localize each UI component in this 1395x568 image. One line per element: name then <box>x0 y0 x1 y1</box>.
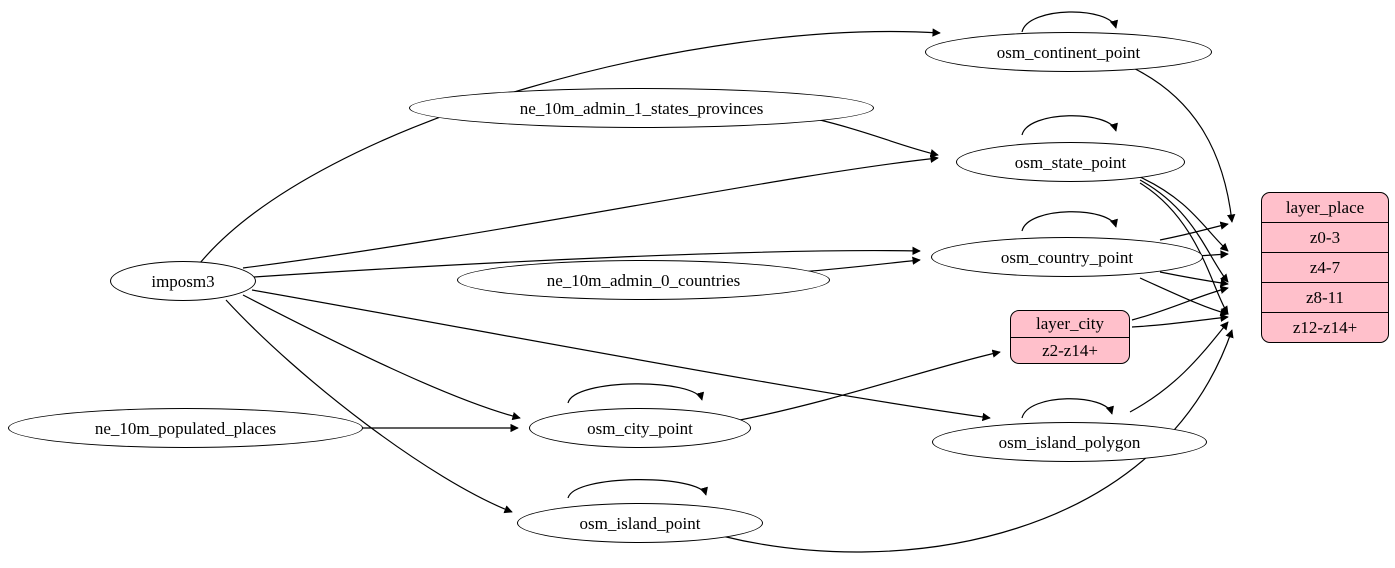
record-header-layer-place: layer_place <box>1262 193 1388 223</box>
edge-layer-city-layer-place-z12-z14 <box>1131 313 1229 328</box>
edge-self-osm-state-point <box>1021 115 1118 136</box>
edge-osm-country-point-layer-place-z0-3 <box>1159 221 1229 241</box>
node-ne-10m-admin-0-countries[interactable]: ne_10m_admin_0_countries <box>457 260 830 300</box>
record-row-layer-place-z4-7[interactable]: z4-7 <box>1262 253 1388 283</box>
node-osm-state-point[interactable]: osm_state_point <box>956 142 1185 182</box>
node-label: osm_state_point <box>1014 152 1127 172</box>
record-row-layer-place-z0-3[interactable]: z0-3 <box>1262 223 1388 253</box>
record-row-layer-place-z12-z14[interactable]: z12-z14+ <box>1292 318 1358 337</box>
edge-imposm3-osm-continent-point <box>199 28 941 264</box>
edge-osm-island-polygon-layer-place-z12-z14 <box>1129 321 1229 413</box>
node-label: osm_island_polygon <box>998 432 1141 452</box>
edge-osm-city-point-layer-city <box>739 349 1001 421</box>
node-osm-city-point[interactable]: osm_city_point <box>529 408 751 448</box>
node-imposm3[interactable]: imposm3 <box>110 261 256 301</box>
edge-imposm3-osm-city-point <box>242 294 521 421</box>
node-label: osm_island_point <box>579 513 701 533</box>
node-label: ne_10m_populated_places <box>94 418 277 438</box>
node-ne-10m-admin-1-states-provinces[interactable]: ne_10m_admin_1_states_provinces <box>409 88 874 128</box>
node-label: osm_country_point <box>1000 247 1134 267</box>
edge-ne-admin1-osm-state-point <box>819 119 939 158</box>
edge-self-osm-city-point <box>567 383 705 404</box>
edge-imposm3-osm-state-point <box>242 154 939 269</box>
node-osm-country-point[interactable]: osm_country_point <box>931 237 1203 277</box>
node-osm-continent-point[interactable]: osm_continent_point <box>925 32 1212 72</box>
edge-osm-country-point-layer-place-z12-z14 <box>1139 277 1229 317</box>
edge-osm-state-point-layer-place-z4-7 <box>1139 176 1229 252</box>
edge-self-osm-island-point <box>567 479 708 499</box>
node-osm-island-polygon[interactable]: osm_island_polygon <box>932 422 1207 462</box>
node-label: imposm3 <box>151 271 215 291</box>
edge-osm-country-point-layer-place-z8-11 <box>1159 271 1229 288</box>
record-header-layer-city: layer_city <box>1011 311 1129 338</box>
record-row-layer-city-z2-z14[interactable]: z2-z14+ <box>1042 340 1098 360</box>
record-row-layer-place-z8-11[interactable]: z8-11 <box>1262 283 1388 313</box>
edge-layer-city-layer-place-z8-11 <box>1131 285 1229 321</box>
node-label: osm_continent_point <box>996 42 1141 62</box>
node-osm-island-point[interactable]: osm_island_point <box>517 503 763 543</box>
edge-self-osm-country-point <box>1021 211 1118 232</box>
record-layer-city[interactable]: layer_city z2-z14+ <box>1010 310 1130 364</box>
edge-self-osm-island-polygon <box>1021 398 1114 419</box>
edge-self-osm-continent-point <box>1021 11 1119 33</box>
node-label: osm_city_point <box>587 418 693 438</box>
node-label: ne_10m_admin_0_countries <box>546 270 741 290</box>
record-layer-place[interactable]: layer_place z0-3 z4-7 z8-11 z12-z14+ <box>1261 192 1389 343</box>
node-label: ne_10m_admin_1_states_provinces <box>519 98 764 118</box>
edge-ne-admin0-osm-country-point <box>799 256 921 273</box>
edge-osm-continent-point-layer-place-z0-3 <box>1119 61 1236 223</box>
edge-imposm3-osm-island-point <box>225 299 513 514</box>
node-ne-10m-populated-places[interactable]: ne_10m_populated_places <box>8 408 363 448</box>
edge-imposm3-osm-island-polygon <box>251 289 991 422</box>
